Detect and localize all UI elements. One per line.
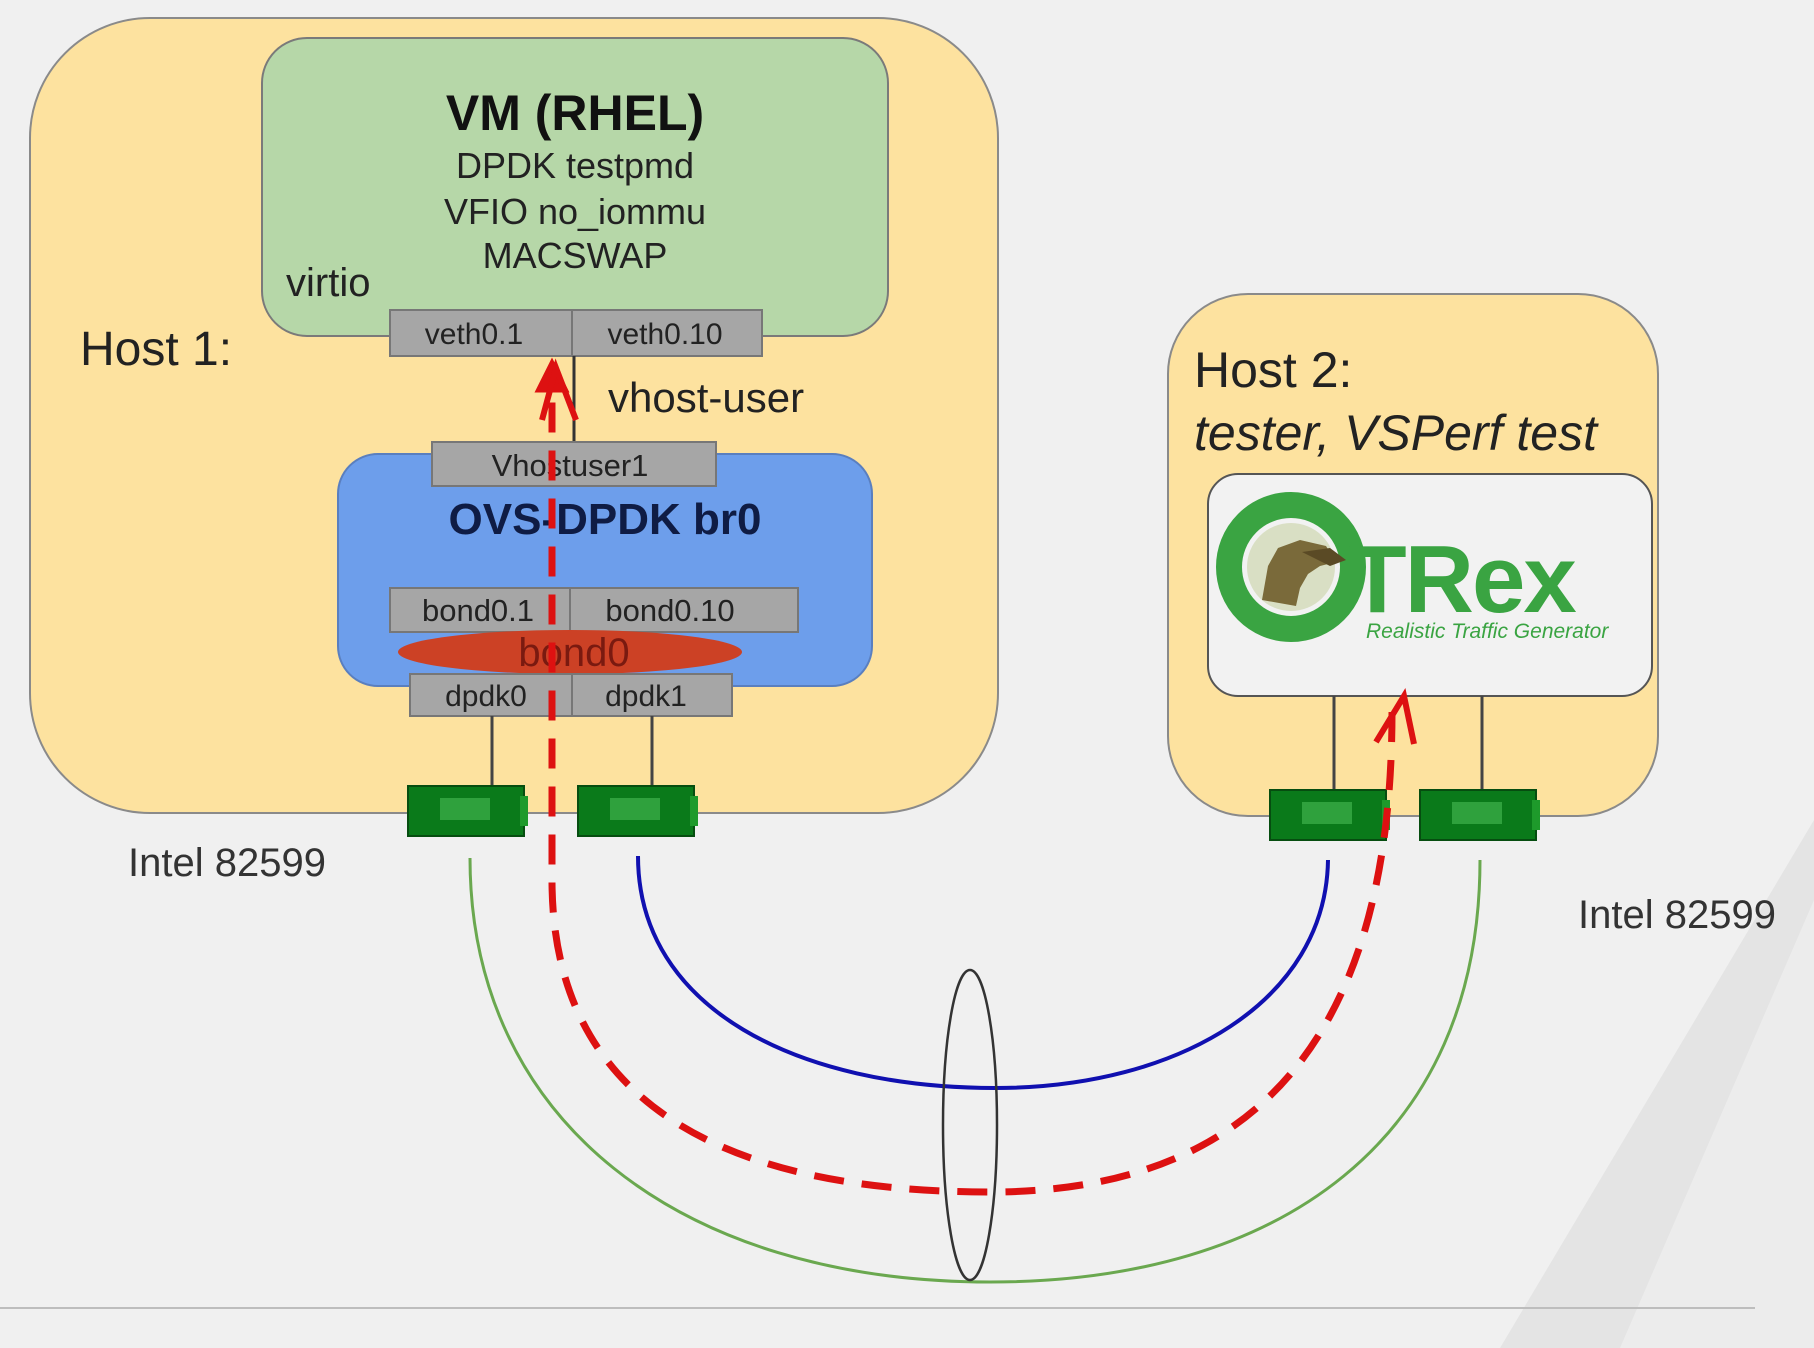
port-bond0-10 [569,587,799,633]
traffic-flow-path [534,357,1396,1196]
trex-logo: TRex Realistic Traffic Generator [1216,492,1609,643]
port-vhostuser1-label: Vhostuser1 [492,448,649,483]
ovs-title: OVS-DPDK br0 [449,495,762,544]
vm-line-vfio: VFIO no_iommu [444,191,706,232]
traffic-flow-arrowhead-host1 [539,358,579,422]
trex-tagline: Realistic Traffic Generator [1366,620,1609,643]
bond0-ellipse [398,630,742,674]
ovs-bridge-box: Vhostuser1 OVS-DPDK br0 bond0.1 bond0.10… [337,441,873,717]
host2-nic-label: Intel 82599 [1578,893,1776,937]
bond-aggregation-ellipse [941,968,999,1282]
trex-logo-text: TRex [1348,526,1576,633]
port-bond0-10-label: bond0.10 [605,593,734,628]
port-dpdk0-label: dpdk0 [445,680,527,713]
port-bond0-1-label: bond0.1 [422,593,534,628]
host1-nic-label: Intel 82599 [128,841,326,885]
bond0-label: bond0 [518,631,629,675]
vm-title: VM (RHEL) [446,85,704,141]
host2-nic-right [1419,789,1540,841]
vm-line-dpdk-testpmd: DPDK testpmd [456,145,694,186]
host1-label: Host 1: [80,323,232,376]
vhost-user-label: vhost-user [608,374,804,421]
veth-ports: veth0.1 veth0.10 [389,309,763,357]
host2-nic-left [1269,789,1390,841]
port-veth0-10-label: veth0.10 [607,318,722,351]
port-veth0-10 [571,309,763,357]
port-dpdk1 [571,673,733,717]
port-veth0-1-label: veth0.1 [425,318,523,351]
trex-panel: TRex Realistic Traffic Generator [1207,473,1653,697]
port-bond0-1 [389,587,571,633]
port-dpdk0 [409,673,573,717]
vm-box: VM (RHEL) DPDK testpmd VFIO no_iommu MAC… [261,37,889,337]
host1-nic-right [577,785,698,837]
link-blue-inner [636,855,1330,1091]
trex-dinosaur-icon [1216,492,1366,642]
traffic-flow-arrowhead-host2 [1373,687,1417,745]
vm-line-macswap: MACSWAP [483,235,668,276]
port-vhostuser1 [431,441,717,487]
host2-subtitle: tester, VSPerf test [1194,405,1599,461]
port-veth0-1 [389,309,573,357]
background-diagonal-shape-light [1620,900,1814,1348]
port-dpdk1-label: dpdk1 [605,680,687,713]
trex-background [1207,473,1653,697]
virtio-label: virtio [286,261,370,305]
host2-label: Host 2: [1194,342,1352,398]
host1-nic-left [407,785,528,837]
link-green-outer [468,857,1482,1284]
